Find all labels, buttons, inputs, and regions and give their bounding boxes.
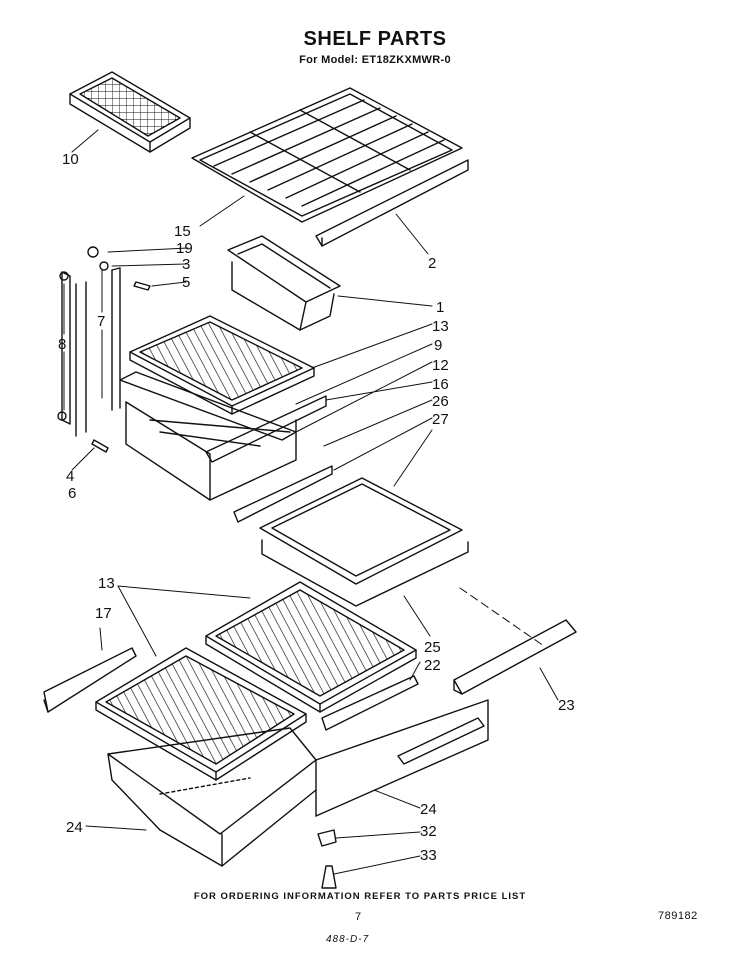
glass-shelf-frame-part xyxy=(233,465,469,607)
document-number: 789182 xyxy=(658,910,698,922)
callout-33: 33 xyxy=(420,847,437,864)
shelf-trim-part xyxy=(315,159,469,247)
crisper-drawers-part xyxy=(107,699,489,867)
lower-glass-shelves-part xyxy=(95,581,417,781)
callout-9: 9 xyxy=(434,337,442,354)
callout-24-right: 24 xyxy=(420,801,437,818)
callout-19: 19 xyxy=(176,240,193,257)
callout-13-upper: 13 xyxy=(432,318,449,335)
callout-5: 5 xyxy=(182,274,190,291)
callout-12: 12 xyxy=(432,357,449,374)
callout-7: 7 xyxy=(97,313,105,330)
right-shelf-trim-part xyxy=(321,675,419,731)
ice-cube-tray-part xyxy=(69,71,191,153)
ordering-note: FOR ORDERING INFORMATION REFER TO PARTS … xyxy=(193,891,527,902)
callout-16: 16 xyxy=(432,376,449,393)
callout-25: 25 xyxy=(424,639,441,656)
callout-23: 23 xyxy=(558,697,575,714)
leader-lines xyxy=(63,129,559,875)
wire-shelf-part xyxy=(191,87,463,223)
callout-labels: 10 15 2 19 3 5 7 8 1 13 9 12 16 26 27 4 … xyxy=(58,151,575,864)
callout-2: 2 xyxy=(428,255,436,272)
page-title: SHELF PARTS xyxy=(303,28,447,50)
callout-15: 15 xyxy=(174,223,191,240)
model-subtitle: For Model: ET18ZKXMWR-0 xyxy=(299,54,451,66)
small-hardware-parts xyxy=(317,829,337,889)
front-trim-bar-part xyxy=(453,619,577,695)
callout-6: 6 xyxy=(68,485,76,502)
shelf-hardware-parts xyxy=(87,246,151,291)
callout-13-lower: 13 xyxy=(98,575,115,592)
callout-10: 10 xyxy=(62,151,79,168)
callout-17: 17 xyxy=(95,605,112,622)
page-number: 7 xyxy=(355,911,362,923)
callout-3: 3 xyxy=(182,256,190,273)
upper-glass-shelf-part xyxy=(129,315,315,415)
support-rails-part xyxy=(57,267,121,453)
callout-4: 4 xyxy=(66,468,74,485)
left-shelf-trim-part xyxy=(43,647,137,713)
callout-8: 8 xyxy=(58,336,66,353)
handwritten-note: 488-D-7 xyxy=(326,934,370,945)
storage-bin-part xyxy=(227,235,341,331)
callout-22: 22 xyxy=(424,657,441,674)
callout-27: 27 xyxy=(432,411,449,428)
callout-1: 1 xyxy=(436,299,444,316)
callout-24-left: 24 xyxy=(66,819,83,836)
callout-32: 32 xyxy=(420,823,437,840)
callout-26: 26 xyxy=(432,393,449,410)
